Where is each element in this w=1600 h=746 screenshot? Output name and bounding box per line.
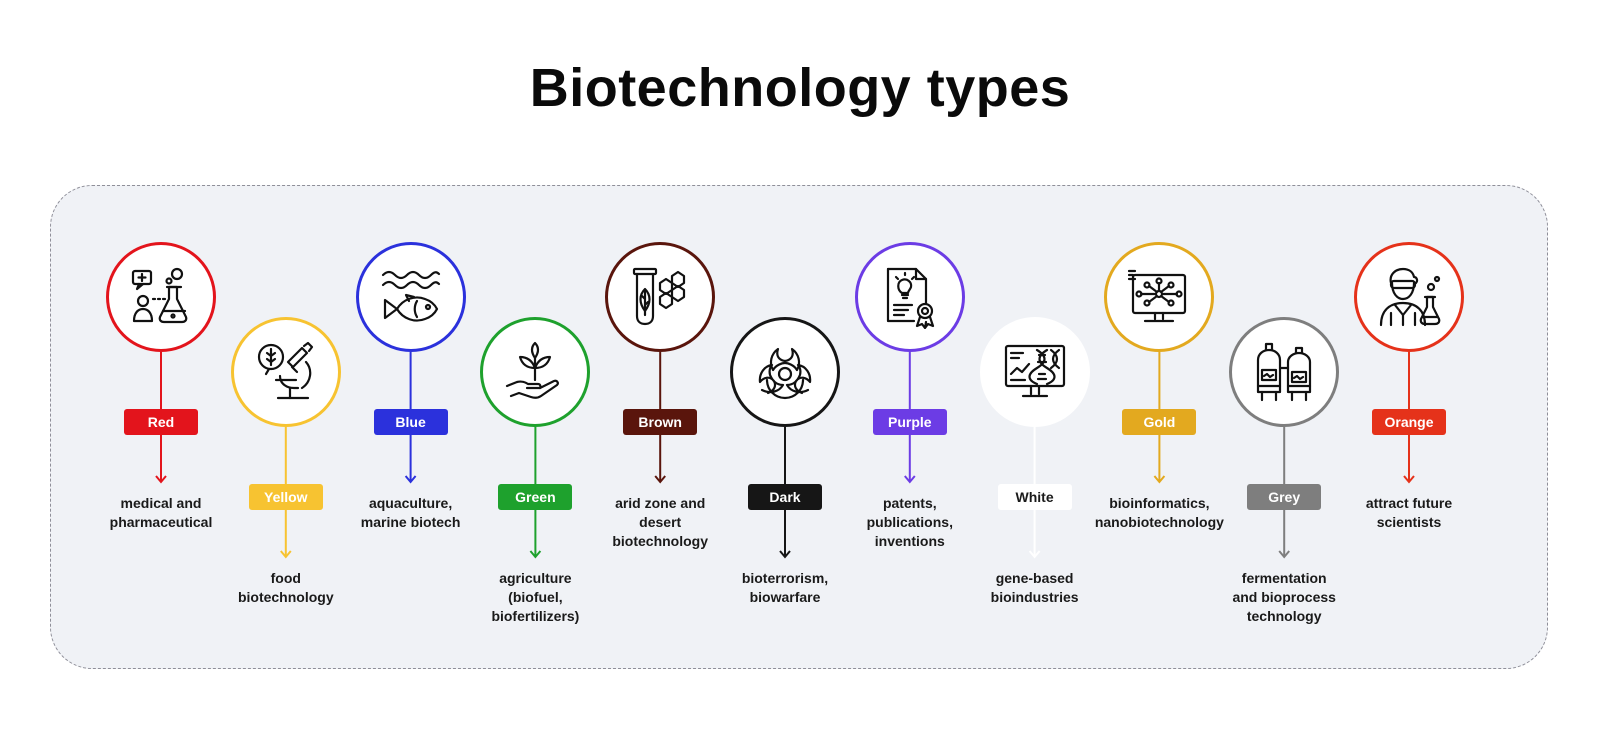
plant-hand-icon [506,341,560,399]
description-line: technology [1246,608,1322,624]
biohazard-icon [758,347,812,400]
arrowhead-blue [404,475,417,484]
description-line: desert [639,514,682,530]
description-line: agriculture [499,570,572,586]
page-title: Biotechnology types [529,58,1071,118]
arrowhead-purple [904,475,916,484]
description-line: food [270,570,301,586]
circle-green [480,317,591,427]
description-red: medical and pharmaceutical [86,494,236,532]
circle-dark [730,317,840,427]
tag-green: Green [498,484,573,510]
arrowhead-orange [1403,475,1415,484]
arrowhead-gold [1153,475,1166,484]
description-line: biotechnology [612,533,709,549]
patent-certificate-icon [886,267,934,329]
description-line: nanobiotechnology [1094,514,1224,530]
description-line: medical and [120,495,202,511]
description-line: attract future [1365,495,1453,511]
description-dark: bioterrorism, biowarfare [710,569,860,607]
description-yellow: food biotechnology [211,569,361,607]
description-line: fermentation [1241,570,1327,586]
test-tube-leaf-icon [633,267,686,326]
description-grey: fermentation and bioprocess technology [1209,569,1359,626]
description-line: bioterrorism, [741,570,829,586]
description-line: bioinformatics, [1109,495,1210,511]
description-line: scientists [1376,514,1442,530]
description-line: aquaculture, [368,495,453,511]
description-line: and bioprocess [1232,589,1336,605]
tag-white: White [997,484,1072,510]
description-green: agriculture (biofuel, biofertilizers) [460,569,610,626]
tag-red: Red [124,409,198,435]
description-line: publications, [866,514,953,530]
arrowhead-yellow [280,550,292,559]
scientist-icon [1379,267,1441,327]
tag-dark: Dark [748,484,822,510]
description-purple: patents, publications, inventions [835,494,985,551]
circle-gold [1104,242,1215,352]
description-line: biowarfare [749,589,821,605]
circle-yellow [230,317,341,427]
network-monitor-icon [1128,269,1187,323]
arrowhead-grey [1278,550,1290,559]
circle-grey [1229,317,1340,427]
pharma-lab-icon [131,267,188,324]
description-line: gene-based [995,570,1074,586]
fish-waves-icon [381,270,440,322]
description-line: biofertilizers) [491,608,580,624]
dna-monitor-icon [1004,344,1065,398]
description-brown: arid zone and desert biotechnology [585,494,735,551]
arrowhead-white [1028,550,1041,559]
description-white: gene-based bioindustries [960,569,1110,607]
description-line: bioindustries [990,589,1079,605]
circle-purple [854,242,965,352]
description-line: patents, [882,495,937,511]
description-line: biotechnology [237,589,334,605]
description-line: pharmaceutical [109,514,213,530]
tag-orange: Orange [1372,409,1446,435]
arrowhead-brown [654,475,666,484]
circle-white [979,317,1090,427]
description-blue: aquaculture, marine biotech [336,494,486,532]
circle-blue [355,242,466,352]
fermentation-tanks-icon [1257,342,1312,402]
circle-brown [605,242,716,352]
circle-orange [1354,242,1464,352]
description-gold: bioinformatics, nanobiotechnology [1084,494,1234,532]
arrowhead-dark [779,550,791,559]
tag-yellow: Yellow [248,484,323,510]
description-line: marine biotech [360,514,461,530]
tag-grey: Grey [1247,484,1322,510]
description-line: inventions [874,533,945,549]
description-orange: attract future scientists [1334,494,1484,532]
tag-purple: Purple [872,409,947,435]
tag-brown: Brown [623,409,698,435]
description-line: arid zone and [615,495,706,511]
microscope-food-icon [257,341,313,400]
description-line: (biofuel, [508,589,563,605]
circle-red [106,242,216,352]
arrowhead-green [529,550,542,559]
arrowhead-red [155,475,167,484]
tag-gold: Gold [1122,409,1197,435]
tag-blue: Blue [373,409,448,435]
types-panel: Red medical and pharmaceutical Yellow food b… [50,185,1548,669]
